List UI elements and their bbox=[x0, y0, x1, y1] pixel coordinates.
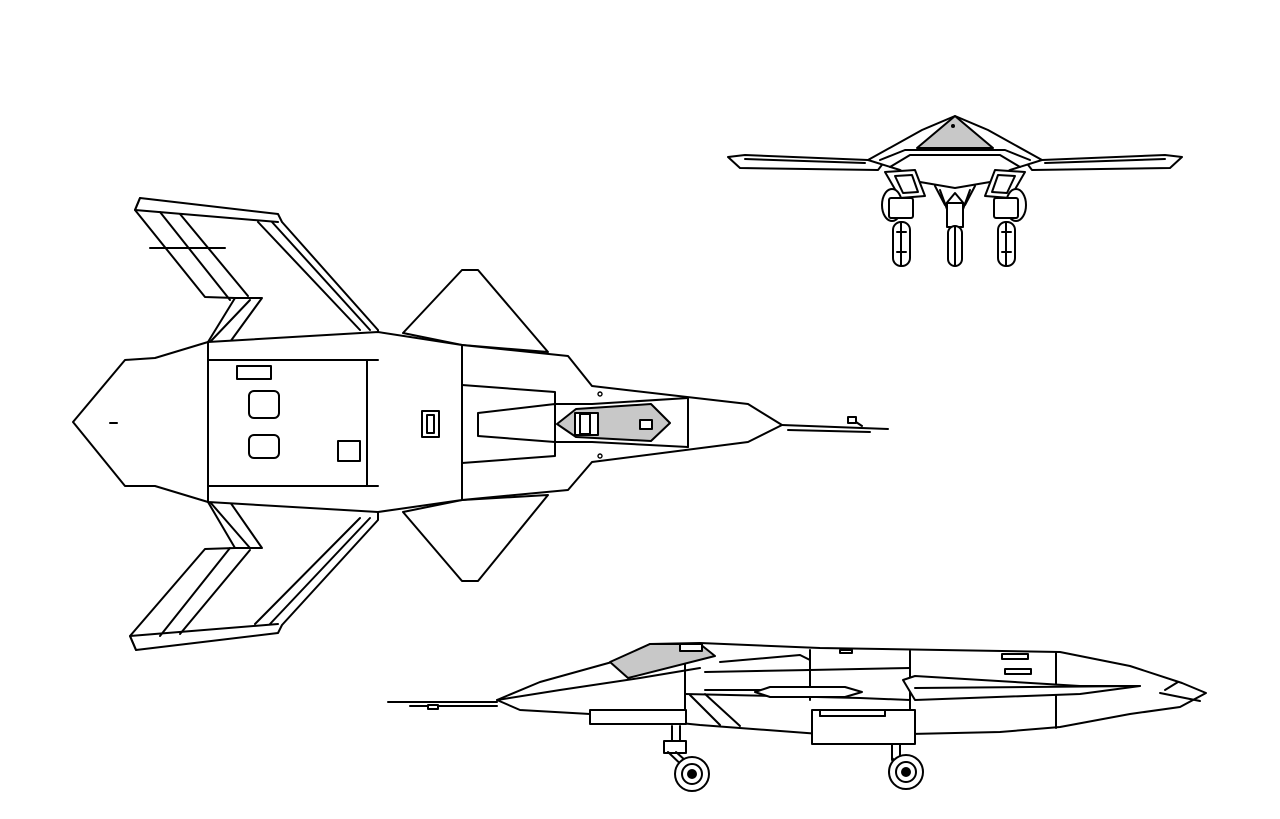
top-view-panel bbox=[248, 390, 280, 419]
top-view-lower-canard bbox=[402, 494, 549, 582]
top-view-fuselage bbox=[207, 331, 783, 513]
side-view-canopy bbox=[609, 643, 716, 679]
side-view-pod bbox=[589, 709, 687, 725]
top-view-panel bbox=[236, 365, 272, 380]
side-view-main-gear bbox=[888, 743, 924, 790]
side-view-nose-gear bbox=[663, 725, 710, 792]
top-view-upper-wing bbox=[134, 197, 379, 361]
side-view bbox=[387, 642, 1207, 792]
front-view bbox=[727, 115, 1183, 267]
top-view-panel bbox=[248, 434, 280, 459]
top-view-canopy bbox=[556, 403, 671, 442]
top-view-tail-section bbox=[72, 341, 209, 503]
side-view-pitot-probe bbox=[387, 701, 498, 710]
front-view-canopy bbox=[916, 115, 994, 149]
front-view-landing-gear bbox=[881, 188, 1027, 267]
top-view-panel bbox=[337, 440, 361, 462]
top-view bbox=[72, 197, 889, 651]
top-view-lower-wing bbox=[129, 485, 379, 651]
top-view-pitot-probe bbox=[781, 416, 889, 433]
